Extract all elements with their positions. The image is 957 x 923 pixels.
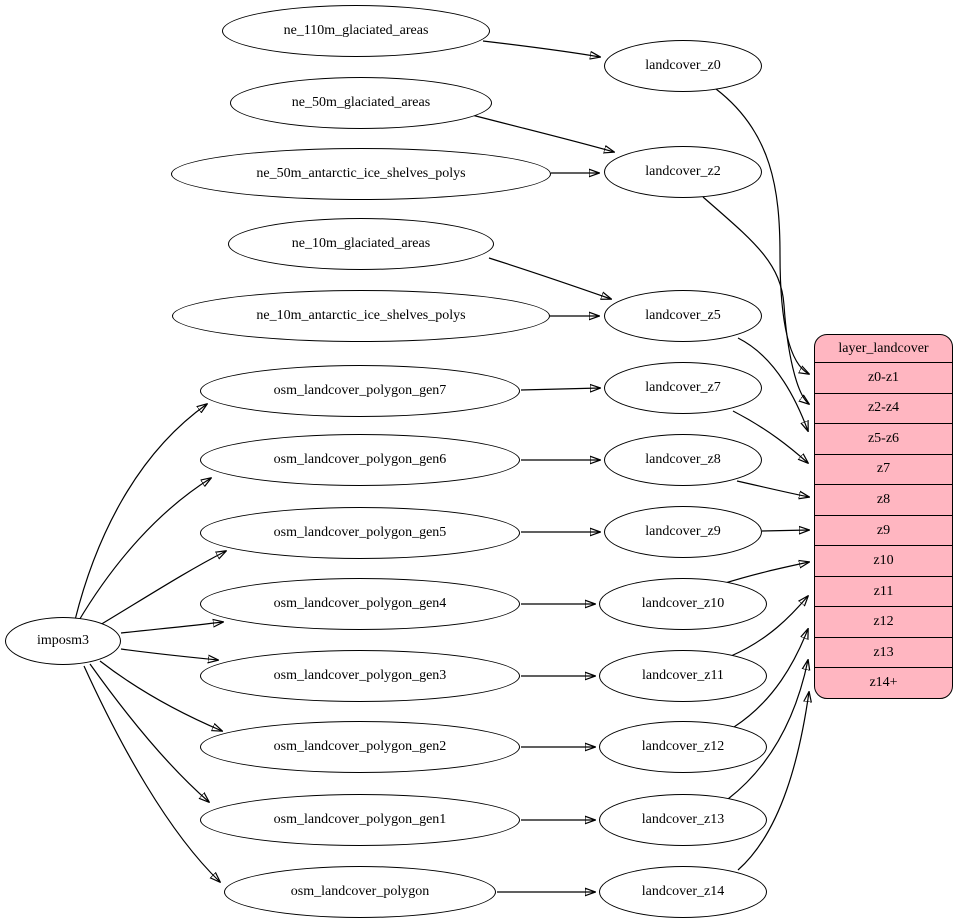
layer-row-z8: z8: [815, 484, 952, 515]
edge-imposm3-to-osm-landcover-polygon-gen5: [94, 551, 226, 629]
node-landcover-z10: landcover_z10: [599, 578, 767, 630]
node-landcover-z8: landcover_z8: [604, 434, 762, 486]
node-osm-landcover-polygon: osm_landcover_polygon: [224, 866, 496, 918]
layer-row-z11: z11: [815, 575, 952, 607]
edge-ne-110m-glaciated-areas-to-landcover-z0: [482, 40, 600, 57]
node-osm-landcover-polygon-gen6: osm_landcover_polygon_gen6: [200, 434, 520, 486]
edge-landcover-z11-to-row-z11: [730, 596, 808, 657]
layer-row-z12: z12: [815, 606, 952, 637]
node-landcover-z7: landcover_z7: [604, 362, 762, 414]
edge-imposm3-to-osm-landcover-polygon: [83, 665, 220, 882]
node-landcover-z0: landcover_z0: [604, 40, 762, 92]
node-landcover-z13: landcover_z13: [599, 794, 767, 846]
edge-ne-50m-glaciated-areas-to-landcover-z2: [467, 113, 614, 152]
layer-landcover-title: layer_landcover: [838, 340, 929, 356]
node-osm-landcover-polygon-gen4: osm_landcover_polygon_gen4: [200, 578, 520, 630]
node-osm-landcover-polygon-gen1: osm_landcover_polygon_gen1: [200, 794, 520, 846]
edge-landcover-z13-to-row-z13: [727, 660, 808, 800]
edge-landcover-z12-to-row-z12: [733, 629, 808, 728]
node-osm-landcover-polygon-gen2: osm_landcover_polygon_gen2: [200, 721, 520, 773]
node-landcover-z2: landcover_z2: [604, 146, 762, 198]
node-ne-50m-glaciated-areas: ne_50m_glaciated_areas: [230, 77, 492, 129]
node-ne-110m-glaciated-areas: ne_110m_glaciated_areas: [222, 5, 490, 57]
edge-landcover-z0-to-row-z0-z1: [715, 88, 809, 374]
layer-row-z2-z4: z2-z4: [815, 392, 952, 424]
node-osm-landcover-polygon-gen3: osm_landcover_polygon_gen3: [200, 650, 520, 702]
node-landcover-z9: landcover_z9: [604, 506, 762, 558]
node-layer-landcover: layer_landcover z0-z1 z2-z4 z5-z6 z7 z8 …: [814, 334, 953, 699]
edge-ne-10m-glaciated-areas-to-landcover-z5: [488, 257, 611, 299]
node-osm-landcover-polygon-gen7: osm_landcover_polygon_gen7: [200, 365, 520, 417]
edge-landcover-z10-to-row-z10: [721, 562, 809, 585]
edge-osm-landcover-polygon-gen7-to-landcover-z7: [520, 388, 600, 390]
node-landcover-z14: landcover_z14: [599, 866, 767, 918]
node-landcover-z5: landcover_z5: [604, 290, 762, 342]
edge-landcover-z5-to-row-z5-z6: [737, 337, 808, 431]
node-landcover-z11: landcover_z11: [599, 650, 767, 702]
node-imposm3: imposm3: [5, 617, 121, 665]
edge-landcover-z9-to-row-z9: [761, 530, 809, 531]
node-ne-50m-antarctic-ice-shelves-polys: ne_50m_antarctic_ice_shelves_polys: [171, 148, 551, 200]
layer-row-z9: z9: [815, 514, 952, 546]
layer-row-z0-z1: z0-z1: [815, 362, 952, 393]
edge-imposm3-to-osm-landcover-polygon-gen4: [120, 622, 223, 634]
layer-row-z13: z13: [815, 636, 952, 668]
edge-landcover-z7-to-row-z7: [732, 410, 808, 463]
edge-imposm3-to-osm-landcover-polygon-gen1: [89, 663, 209, 802]
edge-landcover-z8-to-row-z8: [736, 480, 809, 497]
edge-imposm3-to-osm-landcover-polygon-gen2: [99, 660, 222, 731]
layer-row-z5-z6: z5-z6: [815, 423, 952, 454]
edge-imposm3-to-osm-landcover-polygon-gen7: [74, 404, 207, 621]
layer-row-z14plus: z14+: [815, 667, 952, 698]
edge-imposm3-to-osm-landcover-polygon-gen3: [120, 648, 218, 660]
layer-row-z7: z7: [815, 453, 952, 485]
edge-imposm3-to-osm-landcover-polygon-gen6: [77, 478, 211, 623]
layer-row-z10: z10: [815, 545, 952, 576]
node-ne-10m-glaciated-areas: ne_10m_glaciated_areas: [228, 218, 494, 270]
node-osm-landcover-polygon-gen5: osm_landcover_polygon_gen5: [200, 507, 520, 559]
edge-landcover-z2-to-row-z2-z4: [702, 196, 809, 404]
node-landcover-z12: landcover_z12: [599, 721, 767, 773]
edge-landcover-z14-to-row-z14plus: [737, 692, 809, 871]
node-ne-10m-antarctic-ice-shelves-polys: ne_10m_antarctic_ice_shelves_polys: [172, 290, 550, 342]
